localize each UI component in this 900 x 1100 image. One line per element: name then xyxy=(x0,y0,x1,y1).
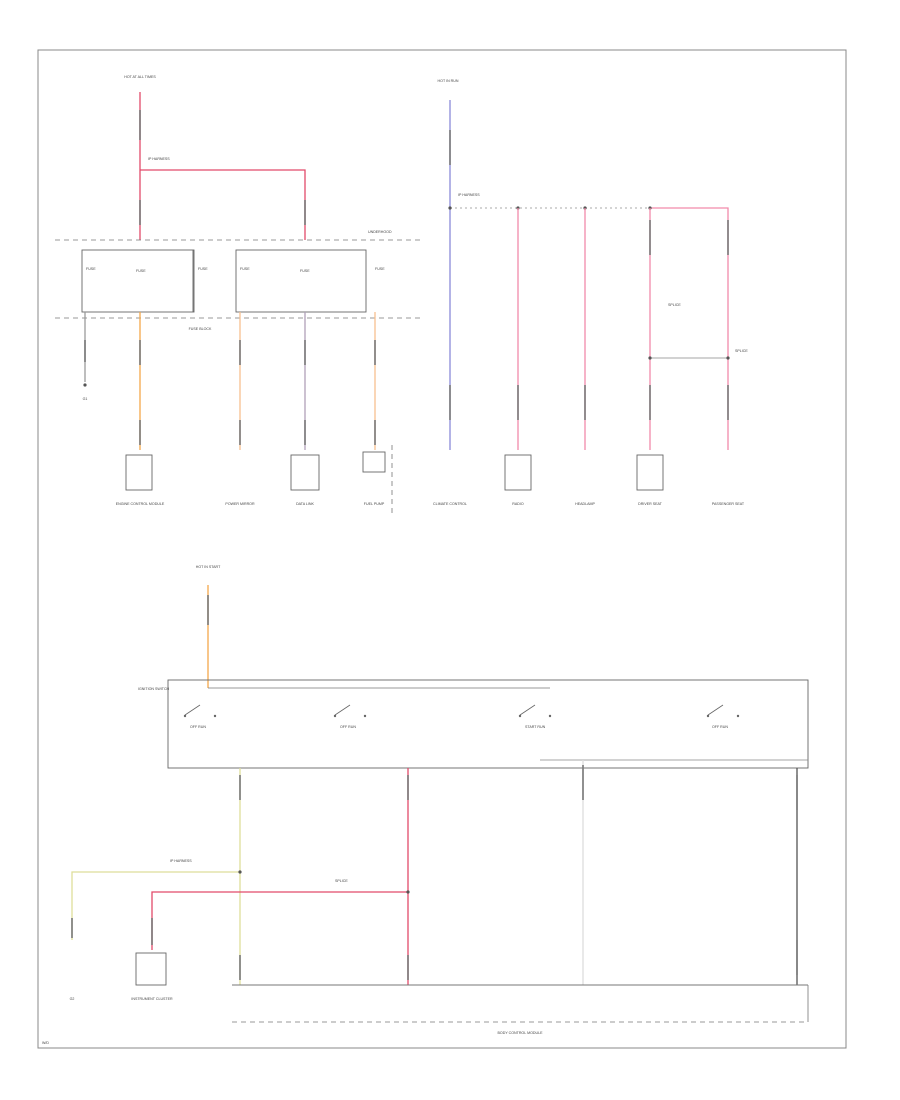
component-5-label: CLIMATE CONTROL xyxy=(433,502,467,506)
component-6-label: RADIO xyxy=(512,502,524,506)
ip-harness-label-1: IP HARNESS xyxy=(148,157,170,161)
component-8 xyxy=(636,454,664,491)
component-6 xyxy=(504,454,532,491)
bottom-bus-label: BODY CONTROL MODULE xyxy=(498,1031,544,1035)
underhood-label: UNDERHOOD xyxy=(368,230,392,234)
bus-node-1 xyxy=(448,206,452,210)
component-3-label: DATA LINK xyxy=(296,502,314,506)
fuse-f-label: FUSE xyxy=(375,267,385,271)
fuse-box-right xyxy=(235,249,367,313)
ignition-switch-frame xyxy=(167,679,809,769)
fuse-d-label: FUSE xyxy=(240,267,250,271)
ground-g1-label: G1 xyxy=(83,397,88,401)
diagram-frame xyxy=(37,49,847,1049)
component-4 xyxy=(362,451,386,473)
splice-red-label: SPLICE xyxy=(335,879,348,883)
component-3 xyxy=(290,454,320,491)
component-11-label: INSTRUMENT CLUSTER xyxy=(131,997,173,1001)
ip-harness-label-3: IP HARNESS xyxy=(170,859,192,863)
switch-contact-4 xyxy=(706,704,740,718)
hot-in-start-label: HOT IN START xyxy=(196,565,221,569)
switch-4-label: OFF RUN xyxy=(712,725,728,729)
component-8-label: DRIVER SEAT xyxy=(638,502,663,506)
top-right-source-label: HOT IN RUN xyxy=(438,79,459,83)
ground-g1-node xyxy=(83,383,87,387)
fuse-b-label: FUSE xyxy=(136,269,146,273)
wire-red-4 xyxy=(151,891,408,950)
component-4-label: FUEL PUMP xyxy=(364,502,385,506)
wire-red-2 xyxy=(140,169,306,240)
splice-2-label: SPLICE xyxy=(735,349,748,353)
top-left-source-label: HOT AT ALL TIMES xyxy=(124,75,156,79)
junction-yellow xyxy=(238,870,242,874)
switch-3-label: START RUN xyxy=(525,725,546,729)
component-9-label: PASSENGER SEAT xyxy=(712,502,745,506)
component-11 xyxy=(135,952,167,986)
ip-harness-label-2: IP HARNESS xyxy=(458,193,480,197)
component-7-label: HEADLAMP xyxy=(575,502,595,506)
component-1-label: ENGINE CONTROL MODULE xyxy=(116,502,165,506)
ground-g2-label: G2 xyxy=(70,997,75,1001)
wire-yellow-2 xyxy=(71,871,240,940)
ignition-switch-label: IGNITION SWITCH xyxy=(138,687,170,691)
splice-node-1 xyxy=(648,356,652,360)
wire-pink-bus xyxy=(650,207,729,450)
fuse-a-label: FUSE xyxy=(86,267,96,271)
switch-2-label: OFF RUN xyxy=(340,725,356,729)
fuse-block-label: FUSE BLOCK xyxy=(189,327,212,331)
splice-node-2 xyxy=(726,356,730,360)
page-reference: W/D xyxy=(42,1041,49,1045)
splice-1-label: SPLICE xyxy=(668,303,681,307)
fuse-box-left xyxy=(81,249,195,313)
fuse-e-label: FUSE xyxy=(300,269,310,273)
fuse-c-label: FUSE xyxy=(198,267,208,271)
junction-red xyxy=(406,890,410,894)
switch-1-label: OFF RUN xyxy=(190,725,206,729)
component-1 xyxy=(125,454,153,491)
component-2-label: POWER MIRROR xyxy=(225,502,255,506)
switch-contact-3 xyxy=(518,704,552,718)
switch-contact-1 xyxy=(183,704,217,718)
switch-contact-2 xyxy=(333,704,367,718)
